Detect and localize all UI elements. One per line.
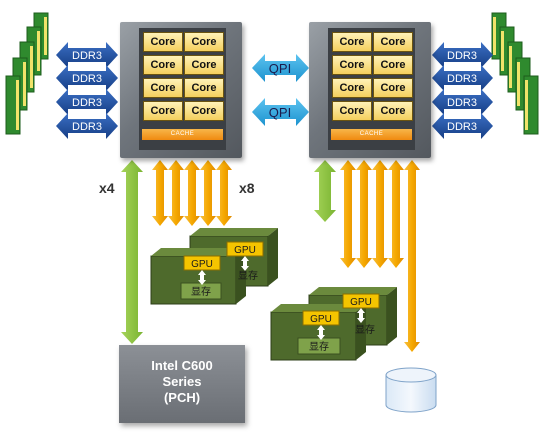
cpu-core: Core xyxy=(332,101,372,121)
pcie-lanes-left xyxy=(152,160,232,226)
storage-disk-icon xyxy=(385,367,437,413)
gpu-memory-label: 显存 xyxy=(355,323,375,336)
cpu-core: Core xyxy=(184,55,224,75)
cpu-left: Core Core Core Core Core Core Core Core … xyxy=(120,22,242,158)
gpu-memory-label: 显存 xyxy=(309,340,329,353)
ddr3-labels-left: DDR3 DDR3 DDR3 DDR3 xyxy=(72,50,102,133)
cpu-core: Core xyxy=(373,55,413,75)
cpu-core: Core xyxy=(143,101,183,121)
gpu-cards-left xyxy=(150,228,278,305)
gpu-card-labels-right: GPU GPU 显存 显存 xyxy=(309,297,375,353)
ddr3-label: DDR3 xyxy=(72,121,102,133)
gpu-label: GPU xyxy=(234,245,256,256)
memory-sticks-left xyxy=(5,12,49,135)
cpu-core: Core xyxy=(373,101,413,121)
gpu-card-labels-left: GPU GPU 显存 显存 xyxy=(191,245,258,298)
gpu-memory-label: 显存 xyxy=(191,285,211,298)
cpu-core: Core xyxy=(373,32,413,52)
pch-line: Intel C600 xyxy=(151,358,213,373)
cpu-cache: CACHE xyxy=(142,129,223,140)
cpu-right: Core Core Core Core Core Core Core Core … xyxy=(309,22,431,158)
gpu-lane-label: x8 xyxy=(239,180,255,196)
ddr3-labels-right: DDR3 DDR3 DDR3 DDR3 xyxy=(447,50,477,133)
gpu-memory-label: 显存 xyxy=(238,269,258,282)
cpu-core: Core xyxy=(184,101,224,121)
gpu-cards-right xyxy=(270,287,397,361)
pcie-lanes-right xyxy=(340,160,420,352)
ddr3-label: DDR3 xyxy=(447,97,477,109)
pch-line: (PCH) xyxy=(163,390,201,405)
cpu-core: Core xyxy=(184,78,224,98)
ddr3-label: DDR3 xyxy=(447,121,477,133)
qpi-label: QPI xyxy=(269,105,291,120)
gpu-label: GPU xyxy=(191,259,213,270)
cpu-core: Core xyxy=(332,32,372,52)
cpu-core: Core xyxy=(332,55,372,75)
ddr3-links-left xyxy=(56,42,118,139)
pch-lane-label: x4 xyxy=(99,180,115,196)
pch-line: Series xyxy=(162,374,202,389)
pch-link-arrow xyxy=(121,160,143,344)
cpu-core: Core xyxy=(332,78,372,98)
ddr3-links-right xyxy=(432,42,493,139)
ddr3-label: DDR3 xyxy=(447,73,477,85)
qpi-links xyxy=(252,54,309,126)
pch-chip: Intel C600 Series (PCH) xyxy=(119,345,245,423)
cpu-core: Core xyxy=(184,32,224,52)
cpu-die: Core Core Core Core Core Core Core Core … xyxy=(328,28,415,150)
ddr3-label: DDR3 xyxy=(72,73,102,85)
cpu-core: Core xyxy=(373,78,413,98)
qpi-labels: QPI QPI xyxy=(269,61,291,120)
ddr3-label: DDR3 xyxy=(72,97,102,109)
qpi-label: QPI xyxy=(269,61,291,76)
memory-sticks-right xyxy=(491,12,539,135)
cpu-core: Core xyxy=(143,55,183,75)
gpu-label: GPU xyxy=(310,314,332,325)
cpu-die: Core Core Core Core Core Core Core Core … xyxy=(139,28,226,150)
ddr3-label: DDR3 xyxy=(447,50,477,62)
ddr3-label: DDR3 xyxy=(72,50,102,62)
right-cpu-green-link xyxy=(314,160,336,222)
cpu-core: Core xyxy=(143,32,183,52)
cpu-core: Core xyxy=(143,78,183,98)
gpu-label: GPU xyxy=(350,297,372,308)
cpu-cache: CACHE xyxy=(331,129,412,140)
